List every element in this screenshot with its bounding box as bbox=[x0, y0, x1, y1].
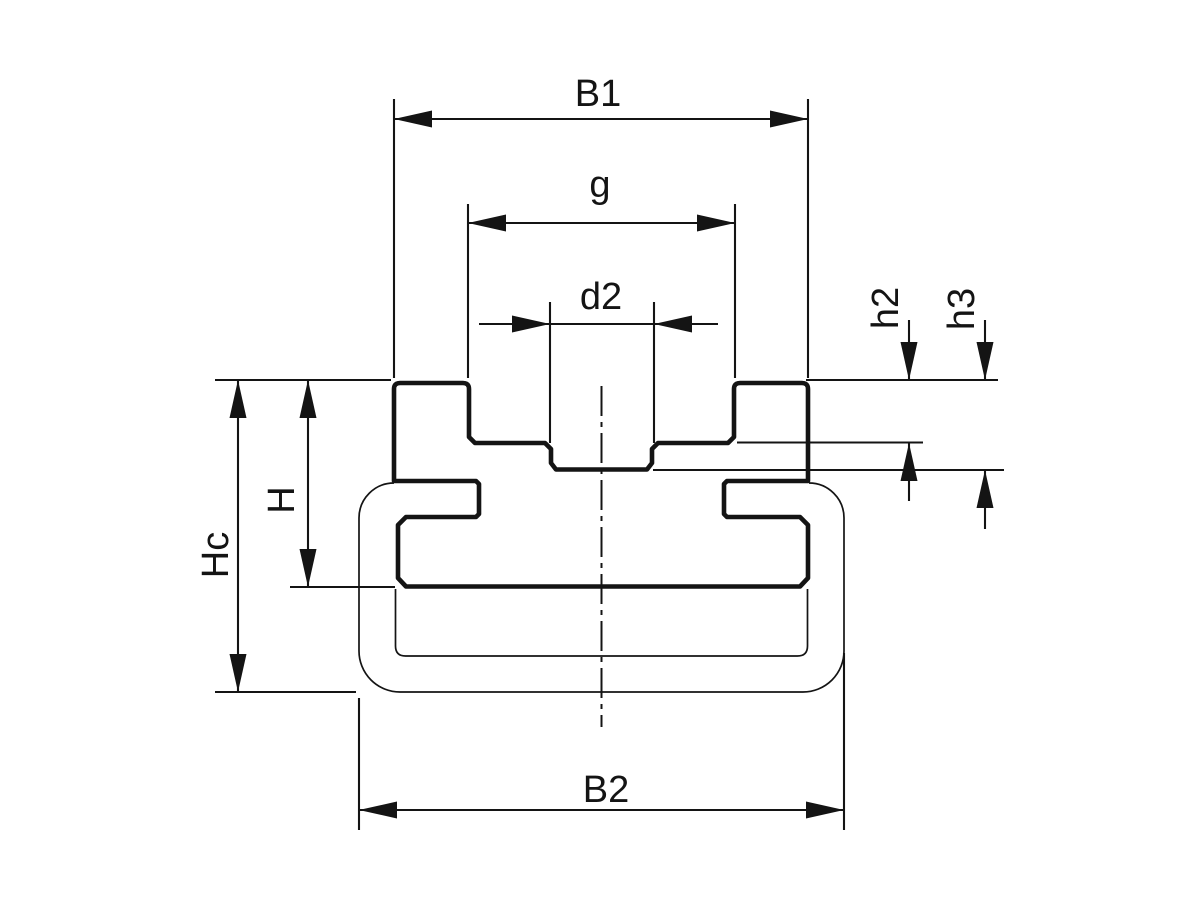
guide-profile-outline bbox=[391, 380, 811, 589]
dimension-label-h: H bbox=[261, 486, 303, 513]
h-arrow-top-icon bbox=[299, 380, 317, 418]
d2-arrow-right-icon bbox=[654, 315, 692, 333]
dimension-label-hc: Hc bbox=[195, 532, 237, 578]
b1-arrow-right-icon bbox=[770, 110, 808, 128]
dimension-label-b2: B2 bbox=[583, 769, 629, 811]
dimension-label-h3: h3 bbox=[941, 288, 983, 330]
g-arrow-left-icon bbox=[468, 214, 506, 232]
h2-arrow-bottom-icon bbox=[900, 443, 918, 481]
h2-arrow-top-icon bbox=[900, 342, 918, 380]
hc-arrow-top-icon bbox=[229, 380, 247, 418]
dimension-label-g: g bbox=[589, 164, 610, 206]
b1-arrow-left-icon bbox=[394, 110, 432, 128]
dimension-label-b1: B1 bbox=[575, 73, 621, 115]
b2-arrow-right-icon bbox=[806, 801, 844, 819]
h-arrow-bottom-icon bbox=[299, 549, 317, 587]
dimension-label-d2: d2 bbox=[580, 276, 622, 318]
channel-profile-outer-outline bbox=[358, 482, 845, 693]
dimension-label-h2: h2 bbox=[865, 287, 907, 329]
arrowheads bbox=[229, 110, 994, 819]
hc-arrow-bottom-icon bbox=[229, 654, 247, 692]
h3-arrow-top-icon bbox=[976, 342, 994, 380]
channel-profile-inner-outline bbox=[394, 589, 809, 657]
b2-arrow-left-icon bbox=[359, 801, 397, 819]
dimension-labels: B1 g d2 B2 Hc H h2 h3 bbox=[195, 73, 983, 811]
g-arrow-right-icon bbox=[697, 214, 735, 232]
h3-arrow-bottom-icon bbox=[976, 470, 994, 508]
profiles bbox=[358, 380, 845, 693]
d2-arrow-left-icon bbox=[512, 315, 550, 333]
dimension-lines bbox=[215, 99, 1004, 830]
